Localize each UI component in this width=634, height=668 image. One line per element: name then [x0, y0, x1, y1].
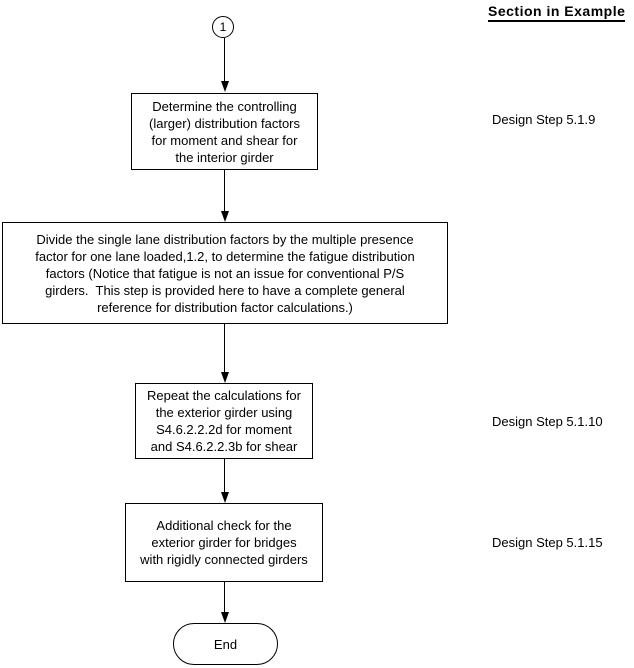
design-step-label-5-1-9: Design Step 5.1.9 [492, 112, 596, 127]
process-box-text: Determine the controlling (larger) distr… [149, 98, 300, 165]
process-box-interior-girder-factors: Determine the controlling (larger) distr… [131, 93, 318, 170]
arrow-line [224, 459, 225, 492]
connector-label: 1 [219, 20, 227, 34]
process-box-text: Additional check for the exterior girder… [140, 518, 308, 567]
process-box-fatigue-distribution-factors: Divide the single lane distribution fact… [2, 222, 448, 324]
arrow-line [224, 170, 225, 211]
arrow-down-icon [220, 81, 229, 92]
arrow-line [224, 582, 225, 612]
section-in-example-header: Section in Example [488, 3, 626, 22]
arrow-down-icon [220, 372, 229, 383]
flow-arrow-2 [220, 170, 229, 222]
arrow-down-icon [220, 612, 229, 623]
design-step-label-5-1-10: Design Step 5.1.10 [492, 414, 603, 429]
process-box-text: Repeat the calculations for the exterior… [147, 388, 301, 454]
arrow-down-icon [220, 211, 229, 222]
flow-arrow-4 [220, 459, 229, 503]
process-box-text: Divide the single lane distribution fact… [35, 231, 415, 315]
arrow-down-icon [220, 492, 229, 503]
process-box-rigidly-connected-girders-check: Additional check for the exterior girder… [125, 503, 323, 582]
arrow-line [224, 324, 225, 372]
end-terminator: End [173, 623, 278, 665]
design-step-label-5-1-15: Design Step 5.1.15 [492, 535, 603, 550]
flow-arrow-3 [220, 324, 229, 383]
flow-arrow-5 [220, 582, 229, 623]
arrow-line [224, 38, 225, 81]
process-box-exterior-girder-calculations: Repeat the calculations for the exterior… [135, 383, 313, 459]
off-page-connector-1: 1 [212, 16, 234, 38]
flow-arrow-1 [220, 38, 229, 92]
end-label: End [213, 636, 238, 652]
